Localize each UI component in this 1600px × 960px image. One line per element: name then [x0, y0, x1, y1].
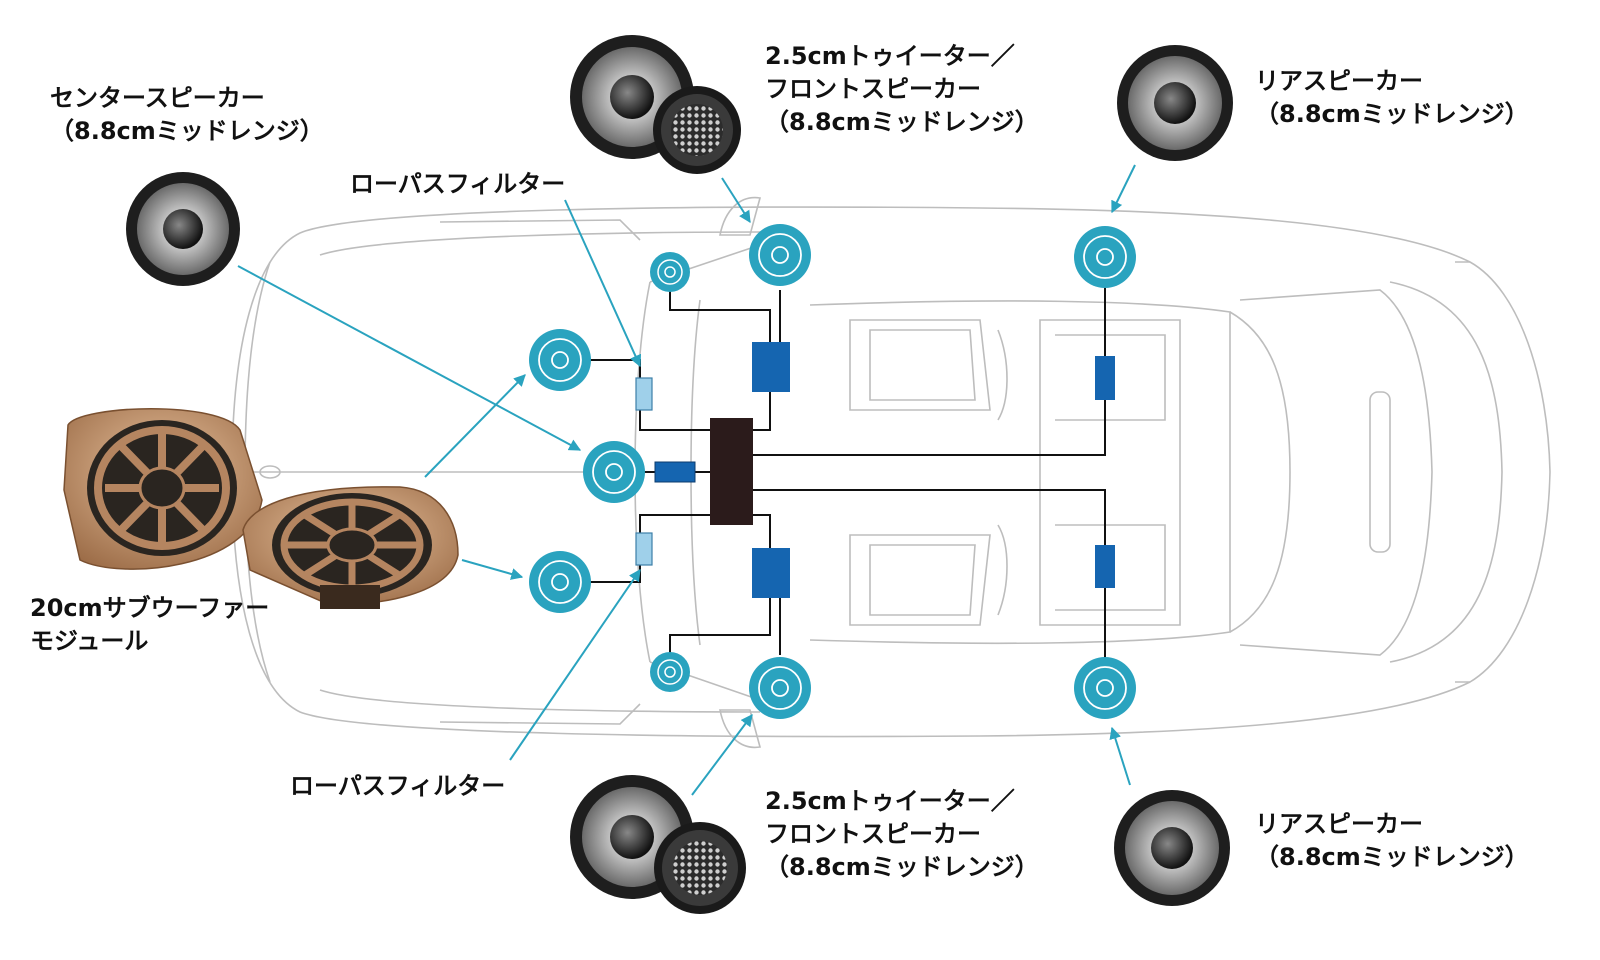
subwoofer-bottom-marker — [529, 551, 591, 613]
arrow-lpf-bottom — [509, 569, 641, 761]
label-subwoofer-line1: 20cmサブウーファー — [30, 594, 270, 622]
label-rear-top-line1: リアスピーカー — [1255, 67, 1423, 95]
rear-seat — [1039, 319, 1181, 626]
trunk — [1389, 281, 1503, 663]
rear-speaker-bottom-marker — [1074, 657, 1136, 719]
arrow-front-bottom — [691, 714, 753, 796]
subwoofer-top-marker — [529, 329, 591, 391]
label-front-bottom: 2.5cmトゥイーター／ フロントスピーカー （8.8cmミッドレンジ） — [765, 785, 1039, 884]
label-front-top-line3: （8.8cmミッドレンジ） — [765, 108, 1039, 136]
arrow-rear-top — [1111, 164, 1136, 214]
front-seat-right — [849, 534, 991, 626]
rear-speaker-top-image — [1117, 45, 1233, 161]
center-speaker-marker — [583, 441, 645, 503]
label-low-pass-filter-bottom: ローパスフィルター — [290, 770, 505, 803]
label-rear-bottom-line2: （8.8cmミッドレンジ） — [1255, 843, 1529, 871]
mirror-left — [719, 196, 762, 236]
arrow-front-top — [721, 177, 751, 224]
label-low-pass-filter-top-text: ローパスフィルター — [350, 170, 566, 198]
label-rear-top-line2: （8.8cmミッドレンジ） — [1255, 100, 1529, 128]
label-rear-top: リアスピーカー （8.8cmミッドレンジ） — [1255, 65, 1529, 131]
label-center-speaker-line1: センタースピーカー — [50, 84, 265, 112]
label-rear-bottom: リアスピーカー （8.8cmミッドレンジ） — [1255, 808, 1529, 874]
tweeter-front-top-marker — [650, 252, 690, 292]
low-pass-filter-bottom — [635, 532, 653, 566]
crossover-center — [654, 461, 696, 483]
label-center-speaker-line2: （8.8cmミッドレンジ） — [50, 117, 324, 145]
rear-speaker-bottom-image — [1114, 790, 1230, 906]
front-speaker-top-marker — [749, 224, 811, 286]
label-front-bottom-line1: 2.5cmトゥイーター／ — [765, 787, 1015, 815]
arrow-center-speaker — [237, 265, 582, 451]
leader-arrows — [237, 164, 1136, 796]
crossover-front-top — [752, 342, 790, 392]
label-subwoofer-module: 20cmサブウーファー モジュール — [30, 592, 269, 658]
label-front-top-line1: 2.5cmトゥイーター／ — [765, 42, 1015, 70]
front-speaker-bottom-image — [570, 775, 746, 914]
label-low-pass-filter-bottom-text: ローパスフィルター — [290, 772, 506, 800]
arrow-rear-bottom — [1109, 726, 1131, 786]
crossover-front-bottom — [752, 548, 790, 598]
mirror-right — [719, 709, 762, 749]
label-front-top: 2.5cmトゥイーター／ フロントスピーカー （8.8cmミッドレンジ） — [765, 40, 1039, 139]
label-front-bottom-line3: （8.8cmミッドレンジ） — [765, 853, 1039, 881]
front-speaker-top-image — [570, 35, 741, 174]
label-rear-bottom-line1: リアスピーカー — [1255, 810, 1423, 838]
rear-window — [1239, 289, 1433, 656]
crossover-rear-bottom — [1095, 545, 1115, 588]
arrow-lpf-top — [564, 199, 642, 368]
rear-speaker-top-marker — [1074, 226, 1136, 288]
label-front-bottom-line2: フロントスピーカー — [765, 820, 981, 848]
amplifier — [710, 418, 753, 525]
speaker-symbols — [529, 224, 1136, 719]
arrow-sub-bottom — [461, 559, 524, 580]
label-front-top-line2: フロントスピーカー — [765, 75, 981, 103]
front-speaker-bottom-marker — [749, 657, 811, 719]
label-subwoofer-line2: モジュール — [30, 627, 149, 655]
label-center-speaker: センタースピーカー （8.8cmミッドレンジ） — [50, 82, 324, 148]
front-seat-left — [849, 319, 991, 411]
center-speaker-image — [126, 172, 240, 286]
low-pass-filter-top — [635, 377, 653, 411]
arrow-sub-top — [424, 374, 526, 478]
roof — [809, 300, 1231, 645]
crossover-rear-top — [1095, 356, 1115, 400]
tweeter-front-bottom-marker — [650, 652, 690, 692]
subwoofer-module-image — [63, 408, 459, 609]
label-low-pass-filter-top: ローパスフィルター — [350, 168, 565, 201]
